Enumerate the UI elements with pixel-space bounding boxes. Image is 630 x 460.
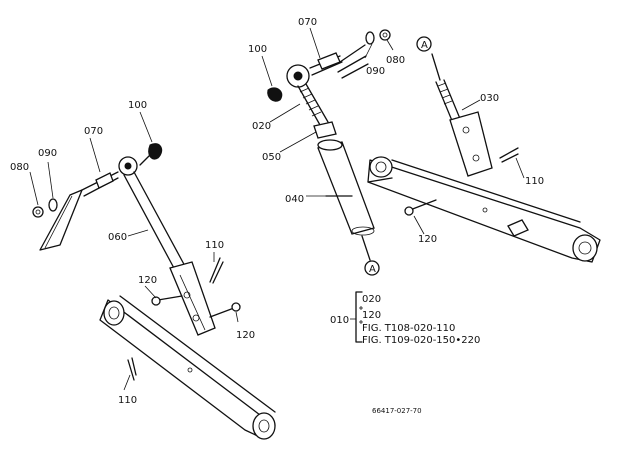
ref-a-top-letter: A xyxy=(421,40,428,51)
label-070-left: 070 xyxy=(84,126,103,137)
clevis-left xyxy=(169,261,216,336)
label-110-left-top: 110 xyxy=(205,240,224,251)
clip-110-left-top xyxy=(209,257,224,284)
lynch-pin-100-left xyxy=(148,143,163,160)
drawing-code: 66417-027-70 xyxy=(372,407,422,415)
lower-arm-left xyxy=(99,299,276,439)
label-100-center: 100 xyxy=(248,44,267,55)
lock-nut-050 xyxy=(313,121,337,139)
arrow-from-ref-a-top xyxy=(431,53,441,81)
label-060: 060 xyxy=(108,232,127,243)
label-070-center: 070 xyxy=(298,17,317,28)
pin-120-left-a xyxy=(157,295,183,301)
legend-item-120: 120 xyxy=(362,310,381,321)
clip-110-left-bottom xyxy=(127,357,137,381)
label-020: 020 xyxy=(252,121,271,132)
label-080-center: 080 xyxy=(386,55,405,66)
clevis-right xyxy=(449,111,493,177)
label-090-center: 090 xyxy=(366,66,385,77)
lower-arm-eye-left-rear xyxy=(252,412,276,440)
pin-120-right xyxy=(409,199,437,211)
lynch-pin-100-center xyxy=(267,87,283,102)
turnbuckle-barrel-040 xyxy=(317,141,375,235)
center-turnbuckle-assembly xyxy=(261,27,394,276)
lower-arm-eye-left-front xyxy=(103,300,125,326)
legend-item-020: 020 xyxy=(362,294,381,305)
washer-090-left xyxy=(48,198,58,212)
lower-arm-eye-right-rear xyxy=(572,234,598,262)
legend-item-fig-t108: FIG. T108-020-110 xyxy=(362,323,455,334)
label-040: 040 xyxy=(285,194,304,205)
label-030: 030 xyxy=(480,93,499,104)
lower-arm-right xyxy=(367,159,601,263)
label-090-left: 090 xyxy=(38,148,57,159)
pin-120-left-b xyxy=(209,307,235,318)
nut-080-left xyxy=(32,206,44,218)
legend-brace xyxy=(355,291,363,343)
label-120-left-b: 120 xyxy=(236,330,255,341)
lower-arm-eye-right-front xyxy=(369,156,393,178)
washer-090-center xyxy=(365,31,375,45)
label-110-left-bottom: 110 xyxy=(118,395,137,406)
ref-a-bottom-circle xyxy=(364,260,380,276)
clip-110-right xyxy=(499,147,519,163)
legend-item-fig-t109: FIG. T109-020-150•220 xyxy=(362,335,480,346)
left-top-link-assembly xyxy=(29,111,276,440)
label-080-left: 080 xyxy=(10,162,29,173)
left-mount-bracket xyxy=(39,189,83,251)
ref-a-bottom-letter: A xyxy=(369,264,376,275)
callout-labels: 080 090 070 100 060 110 120 120 110 100 … xyxy=(10,17,544,415)
label-100-left: 100 xyxy=(128,100,147,111)
label-050: 050 xyxy=(262,152,281,163)
label-120-right: 120 xyxy=(418,234,437,245)
parts-legend xyxy=(350,291,363,343)
arrow-to-ref-a-bottom xyxy=(361,235,371,261)
ref-a-top-circle xyxy=(416,36,432,52)
right-lift-rod-assembly xyxy=(367,36,601,263)
label-120-left-a: 120 xyxy=(138,275,157,286)
legend-group-number: 010 xyxy=(330,315,349,326)
nut-080-center xyxy=(379,29,391,41)
label-110-right: 110 xyxy=(525,176,544,187)
link-060 xyxy=(123,174,176,271)
threaded-rod-020 xyxy=(297,83,329,126)
